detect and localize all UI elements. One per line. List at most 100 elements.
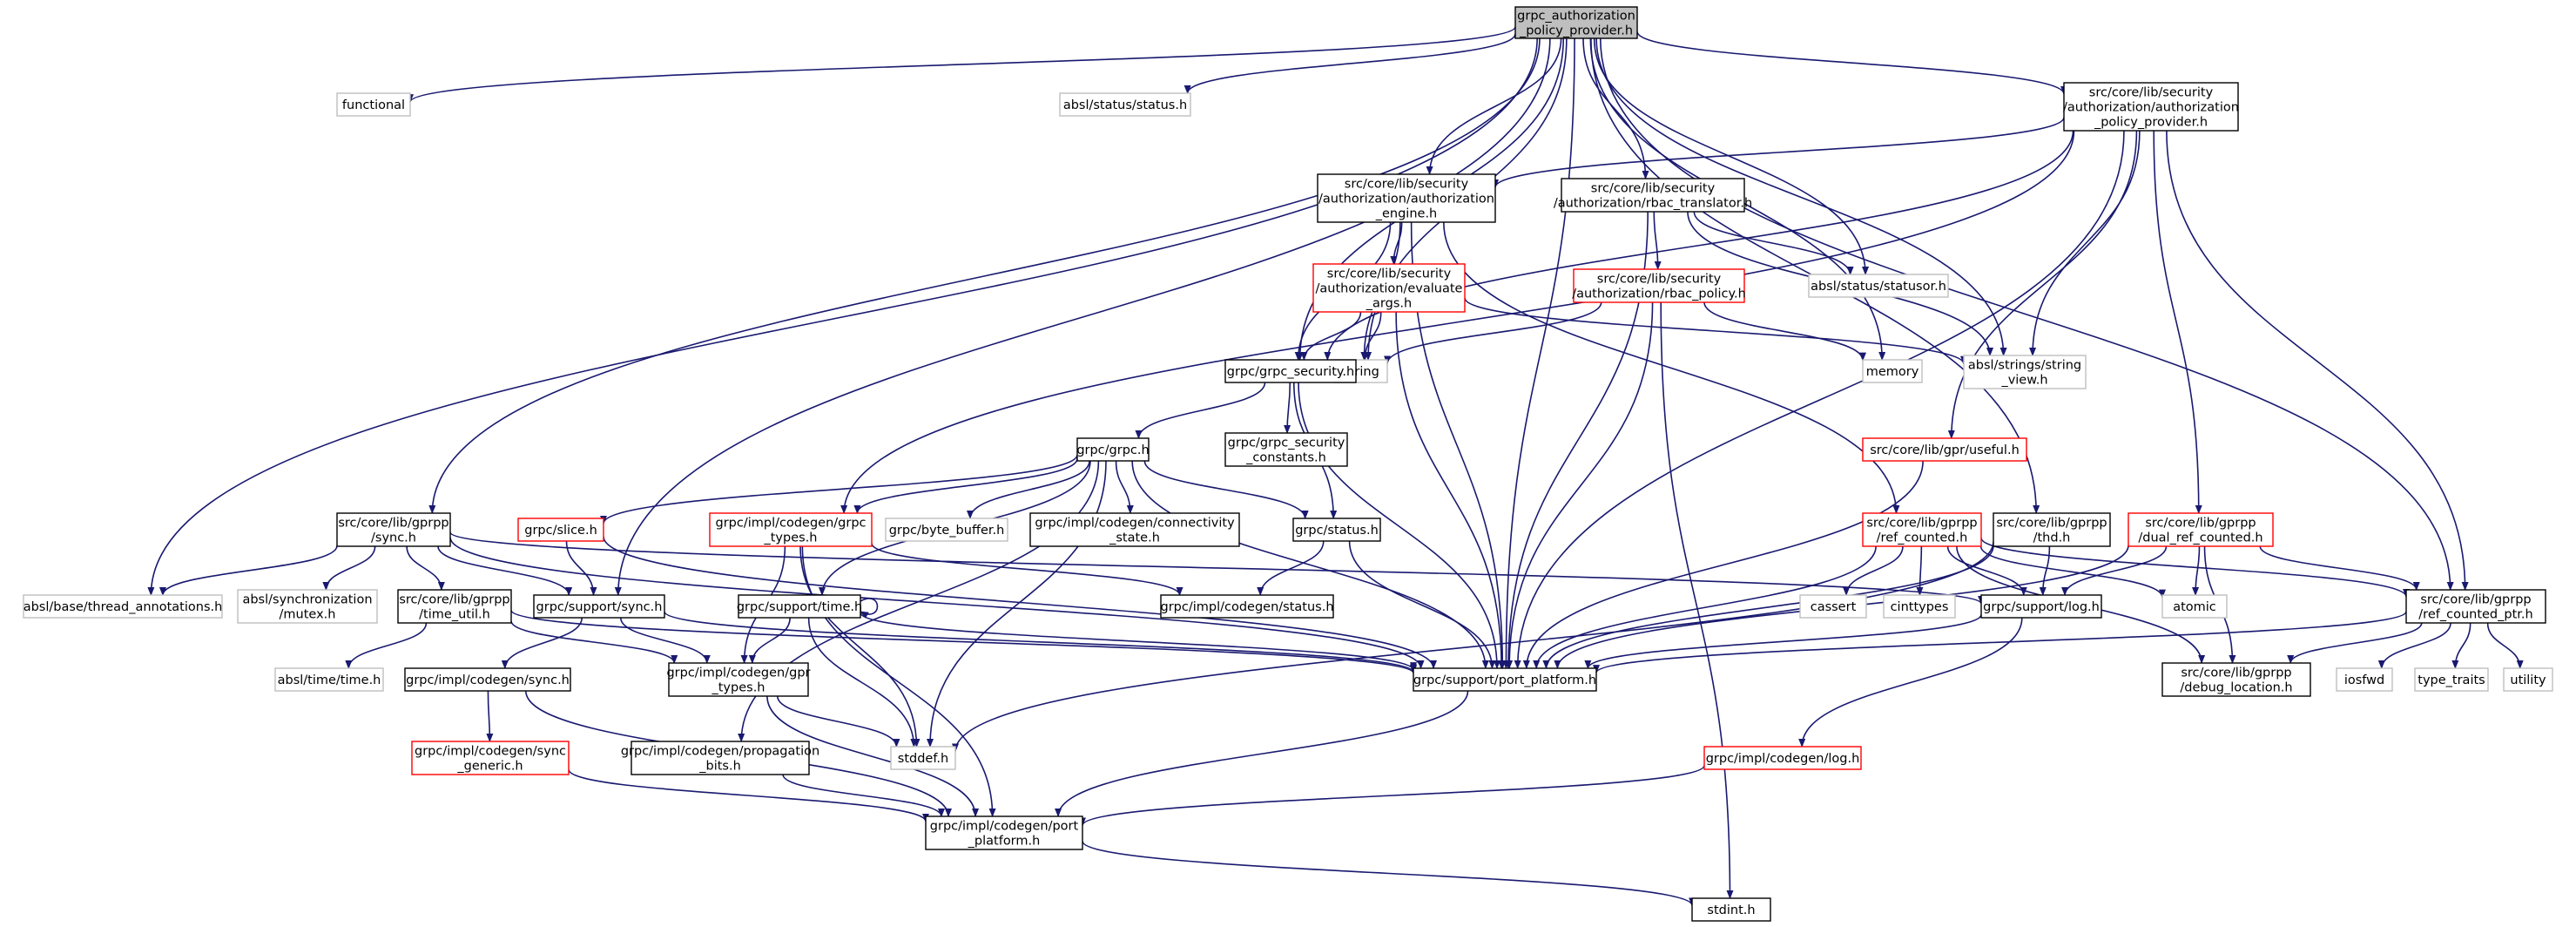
node-label: absl/status/statusor.h — [1811, 280, 1946, 294]
node-cinttypes[interactable]: cinttypes — [1883, 594, 1956, 619]
node-slice[interactable]: grpc/slice.h — [517, 518, 604, 542]
edge-codegen-sync-to-sync-generic — [486, 690, 494, 742]
node-box — [2405, 589, 2546, 624]
node-box — [1862, 437, 2027, 462]
node-statusor[interactable]: absl/status/statusor.h — [1808, 274, 1949, 298]
node-box — [1413, 667, 1597, 692]
node-connectivity-state[interactable]: grpc/impl/codegen/connectivity_state.h — [1029, 512, 1240, 547]
node-memory[interactable]: memory — [1862, 359, 1923, 383]
node-box — [23, 594, 223, 619]
edge-time-util-to-gpr-types — [510, 620, 678, 664]
node-gprpp-sync[interactable]: src/core/lib/gprpp/sync.h — [336, 512, 451, 547]
node-label: absl/synchronization — [242, 593, 372, 607]
edge-gprpp-sync-to-time-util — [406, 545, 445, 591]
node-support-sync[interactable]: grpc/support/sync.h — [533, 594, 665, 619]
node-codegen-status[interactable]: grpc/impl/codegen/status.h — [1160, 594, 1334, 619]
edge-root-to-absl-status — [1183, 33, 1516, 94]
node-support-log[interactable]: grpc/support/log.h — [1980, 594, 2102, 619]
edge-core-authz-provider-to-authz-engine — [1492, 117, 2065, 188]
node-utility[interactable]: utility — [2503, 667, 2553, 692]
node-label: src/core/lib/gpr/useful.h — [1870, 443, 2020, 457]
node-string-view[interactable]: absl/strings/string_view.h — [1963, 355, 2087, 389]
edge-grpc-types-to-codegen-status — [871, 543, 1183, 596]
node-grpc-types[interactable]: grpc/impl/codegen/grpc_types.h — [709, 512, 873, 547]
node-sync-generic[interactable]: grpc/impl/codegen/sync_generic.h — [411, 741, 570, 775]
node-functional[interactable]: functional — [336, 92, 411, 117]
node-box — [1029, 512, 1240, 547]
node-port-platform[interactable]: grpc/support/port_platform.h — [1413, 667, 1597, 692]
node-codegen-sync[interactable]: grpc/impl/codegen/sync.h — [404, 667, 571, 692]
node-box — [738, 594, 861, 619]
node-label: stddef.h — [898, 752, 948, 766]
node-label: /authorization/rbac_translator.h — [1554, 197, 1752, 211]
edge-gprpp-sync-to-thread-annotations — [159, 545, 338, 596]
node-box — [1703, 746, 1862, 770]
node-label: atomic — [2173, 600, 2216, 614]
node-core-authz-provider[interactable]: src/core/lib/security/authorization/auth… — [2063, 82, 2239, 132]
edge-ref-counted-ptr-to-debug-location — [2287, 622, 2423, 664]
node-label: absl/status/status.h — [1063, 98, 1187, 112]
node-label: grpc/status.h — [1295, 524, 1379, 538]
edge-ref-counted-ptr-to-iosfwd — [2377, 622, 2451, 669]
node-propagation-bits[interactable]: grpc/impl/codegen/propagation_bits.h — [621, 741, 819, 775]
node-box — [1514, 6, 1638, 39]
edge-root-to-authz-engine — [1426, 37, 1562, 175]
node-gpr-types[interactable]: grpc/impl/codegen/gpr_types.h — [666, 662, 811, 697]
node-ref-counted-ptr[interactable]: src/core/lib/gprpp/ref_counted_ptr.h — [2405, 589, 2546, 624]
node-authz-engine[interactable]: src/core/lib/security/authorization/auth… — [1317, 173, 1496, 223]
edge-ref-counted-to-atomic — [1979, 545, 2166, 599]
node-thread-annotations[interactable]: absl/base/thread_annotations.h — [23, 594, 223, 619]
node-evaluate-args[interactable]: src/core/lib/security/authorization/eval… — [1312, 263, 1466, 313]
edge-codegen-port-platform-to-stdint — [1082, 841, 1696, 907]
node-label: iosfwd — [2344, 673, 2384, 687]
node-grpc-status[interactable]: grpc/status.h — [1292, 518, 1381, 542]
node-stddef[interactable]: stddef.h — [890, 746, 956, 770]
node-label: /ref_counted_ptr.h — [2418, 608, 2532, 622]
node-stdint[interactable]: stdint.h — [1691, 897, 1771, 922]
node-box — [336, 512, 451, 547]
node-grpc-security-constants[interactable]: grpc/grpc_security_constants.h — [1224, 432, 1348, 467]
node-thd[interactable]: src/core/lib/gprpp/thd.h — [1993, 512, 2111, 547]
node-label: _engine.h — [1375, 207, 1438, 221]
node-codegen-port-platform[interactable]: grpc/impl/codegen/port_platform.h — [925, 815, 1083, 850]
node-label: _policy_provider.h — [1519, 24, 1633, 38]
node-label: grpc/grpc_security — [1228, 436, 1345, 450]
node-byte-buffer[interactable]: grpc/byte_buffer.h — [885, 518, 1008, 542]
node-useful[interactable]: src/core/lib/gpr/useful.h — [1862, 437, 2027, 462]
node-type-traits[interactable]: type_traits — [2414, 667, 2489, 692]
node-label: grpc/impl/codegen/propagation — [621, 745, 819, 759]
node-atomic[interactable]: atomic — [2161, 594, 2228, 619]
node-grpc-security[interactable]: grpc/grpc_security.h — [1224, 359, 1357, 383]
edge-grpc-h-to-slice — [600, 454, 1078, 524]
node-label: src/core/lib/security — [1591, 182, 1716, 196]
node-label: stdint.h — [1707, 903, 1755, 917]
node-debug-location[interactable]: src/core/lib/gprpp/debug_location.h — [2161, 662, 2311, 697]
node-label: src/core/lib/gprpp — [1996, 517, 2107, 531]
node-rbac-policy[interactable]: src/core/lib/security/authorization/rbac… — [1572, 268, 1746, 303]
node-rbac-translator[interactable]: src/core/lib/security/authorization/rbac… — [1554, 178, 1752, 213]
node-root[interactable]: grpc_authorization_policy_provider.h — [1514, 6, 1638, 39]
edge-root-to-support-sync — [614, 37, 1551, 596]
node-cassert[interactable]: cassert — [1799, 594, 1867, 619]
node-time-util[interactable]: src/core/lib/gprpp/time_util.h — [397, 589, 512, 624]
node-synchronization-mutex[interactable]: absl/synchronization/mutex.h — [237, 589, 378, 624]
edge-ref-counted-to-port-platform — [1533, 545, 1877, 669]
node-absl-status[interactable]: absl/status/status.h — [1059, 92, 1191, 117]
edge-grpc-h-to-byte-buffer — [967, 460, 1090, 519]
node-support-time[interactable]: grpc/support/time.h — [737, 594, 862, 619]
edge-port-platform-to-codegen-port-platform — [1055, 690, 1469, 817]
node-iosfwd[interactable]: iosfwd — [2336, 667, 2393, 692]
node-codegen-log[interactable]: grpc/impl/codegen/log.h — [1703, 746, 1862, 770]
edge-grpc-h-to-connectivity-state — [1115, 460, 1134, 514]
node-box — [1862, 512, 1982, 547]
node-label: _args.h — [1366, 297, 1412, 311]
node-label: grpc/grpc_security.h — [1227, 365, 1354, 379]
node-dual-ref-counted[interactable]: src/core/lib/gprpp/dual_ref_counted.h — [2128, 512, 2274, 547]
node-ref-counted[interactable]: src/core/lib/gprpp/ref_counted.h — [1862, 512, 1982, 547]
node-label: grpc/impl/codegen/gpr — [666, 666, 810, 680]
node-box — [1862, 359, 1923, 383]
node-absl-time[interactable]: absl/time/time.h — [274, 667, 384, 692]
node-box — [336, 92, 411, 117]
edge-sync-generic-to-codegen-port-platform — [568, 768, 929, 822]
node-grpc-h[interactable]: grpc/grpc.h — [1076, 437, 1150, 462]
